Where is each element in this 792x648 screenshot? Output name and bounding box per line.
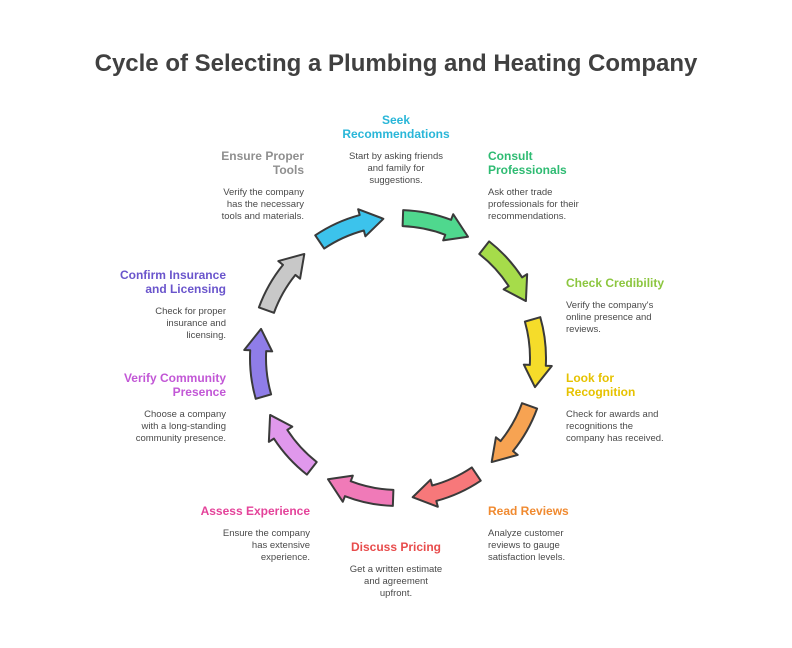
step-title-line: Consult (488, 149, 533, 163)
step-description-line: Check for awards and (566, 409, 659, 420)
step-description-line: has the necessary (226, 199, 304, 210)
arrow-ensure-proper-tools (257, 252, 306, 314)
step-description-line: Start by asking friends (349, 151, 443, 162)
step-title: Discuss Pricing (316, 540, 476, 554)
step-title-line: Verify Community (123, 371, 226, 385)
step-description-line: reviews to gauge (488, 540, 560, 551)
step-description-line: community presence. (135, 433, 226, 444)
step-title-line: Tools (272, 163, 304, 177)
arrow-discuss-pricing (411, 466, 482, 508)
step-description-line: recommendations. (488, 211, 567, 222)
step-description-line: reviews. (566, 324, 601, 335)
step-description-line: Ensure the company (222, 528, 310, 539)
step-description-line: upfront. (379, 588, 413, 599)
step-description-line: tools and materials. (221, 211, 304, 222)
step-title-line: Ensure Proper (221, 149, 304, 163)
step-description-line: Analyze customer (488, 528, 564, 539)
step-title: Check Credibility (566, 276, 706, 290)
arrow-verify-community-presence (267, 413, 318, 476)
step-title-line: Confirm Insurance (119, 268, 226, 282)
step-description-line: Get a written estimate (349, 564, 443, 575)
step-description-line: satisfaction levels. (488, 552, 566, 563)
step-description-line: Ask other trade (488, 187, 553, 198)
step-description-line: online presence and (566, 312, 652, 323)
step-description-line: Choose a company (144, 409, 226, 420)
step-description-line: Verify the company's (566, 300, 654, 311)
step-title-line: Assess Experience (200, 504, 310, 518)
step-description-line: Check for proper (155, 306, 226, 317)
step-description-line: Verify the company (223, 187, 304, 198)
arrow-check-credibility (478, 240, 529, 303)
step-description-line: has extensive (251, 540, 310, 551)
step-title-line: Recommendations (342, 127, 450, 141)
arrow-assess-experience (327, 474, 395, 507)
arrow-consult-professionals (401, 209, 469, 242)
step-title-line: Professionals (488, 163, 567, 177)
step-description-line: experience. (260, 552, 310, 563)
step-title-line: Seek (381, 113, 411, 127)
step-description-line: and family for (367, 163, 425, 174)
step-title-line: Look for (566, 371, 614, 385)
step-title: Read Reviews (488, 504, 628, 518)
arrow-confirm-insurance-licensing (243, 327, 274, 400)
arrow-look-for-recognition (522, 316, 553, 389)
step-description-line: company has received. (566, 433, 664, 444)
step-title-line: Recognition (566, 385, 636, 399)
step-description-line: professionals for their (488, 199, 579, 210)
step-title-line: Presence (172, 385, 226, 399)
step-title-line: Check Credibility (566, 276, 665, 290)
step-title: Assess Experience (150, 504, 310, 518)
step-description-line: licensing. (186, 330, 226, 341)
step-title-line: Read Reviews (488, 504, 569, 518)
arrow-seek-recommendations (314, 208, 385, 250)
step-description-line: and agreement (364, 576, 428, 587)
step-description-line: with a long-standing (141, 421, 227, 432)
step-title-line: and Licensing (145, 282, 226, 296)
arrow-read-reviews (490, 402, 539, 464)
step-title-line: Discuss Pricing (350, 540, 442, 554)
step-description-line: insurance and (166, 318, 226, 329)
step-description-line: suggestions. (369, 175, 423, 186)
page-title: Cycle of Selecting a Plumbing and Heatin… (94, 50, 698, 77)
step-description-line: recognitions the (566, 421, 634, 432)
